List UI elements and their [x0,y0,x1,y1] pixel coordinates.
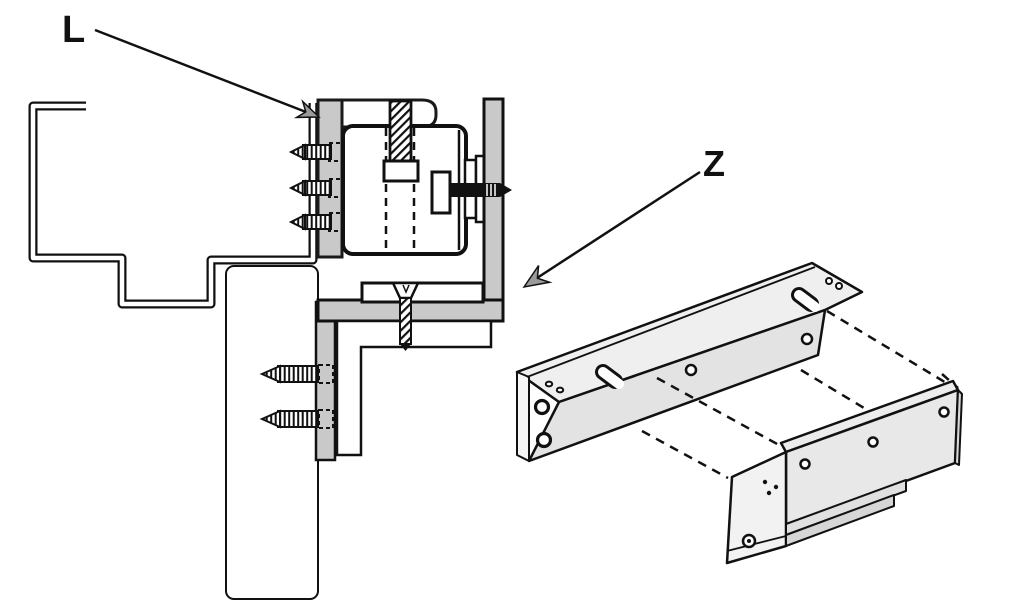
iso-l-left-end [516,371,530,462]
iso-l-rim-line [526,266,816,378]
iso-z-fold-line [726,535,787,552]
mount-hole [835,282,843,290]
mount-hole [684,363,698,377]
countersunk-screw-icon [391,281,420,351]
cross-section-view: L Z [28,9,725,600]
mount-hole [825,277,833,285]
maglock-body [341,99,468,256]
z-callout: Z [522,143,725,289]
l-callout-line [94,28,307,114]
z-callout-line [536,170,701,280]
mount-hole-center [747,539,751,543]
mount-hole [938,406,950,418]
z-inner-plate [335,319,493,457]
z-callout-arrowhead-icon [522,265,553,289]
mount-hole [867,436,879,448]
iso-z-right-end [954,389,963,466]
z-bracket-label: Z [703,143,725,184]
iso-z-bottom-lip [785,494,895,547]
sex-bolt-icon [430,170,512,215]
door-frame-profile [28,101,318,309]
l-callout-arrowhead-icon [293,99,321,119]
rod-nut [382,159,420,183]
mount-hole [799,458,811,470]
mount-hole [555,386,565,394]
countersunk-hole [533,398,551,416]
screw-icon [288,178,343,198]
screw-icon [259,409,334,429]
threaded-rod [388,99,413,164]
door-panel [225,265,319,600]
door-screws [259,364,334,429]
iso-z-left-end [725,450,788,565]
countersunk-hole [535,431,553,449]
l-bracket-label: L [62,9,85,51]
armature-plate [482,97,505,305]
z-bracket-section [314,281,505,462]
l-callout: L [62,9,321,119]
mount-hole [544,380,554,388]
keyhole-notch-icon [791,287,820,312]
armature-assembly [430,97,512,305]
pin-dot [773,484,779,490]
mount-hole [800,332,814,346]
iso-z-bottom-lip [785,479,907,536]
isometric-view [515,261,963,565]
iso-z-bracket [725,379,963,565]
iso-l-bracket [515,261,864,463]
pin-dot [766,490,772,496]
pin-dot [762,479,768,485]
z-top-plate [360,281,485,304]
screw-icon [259,364,334,384]
screw-icon [288,212,343,232]
keyhole-notch-icon [595,364,624,389]
